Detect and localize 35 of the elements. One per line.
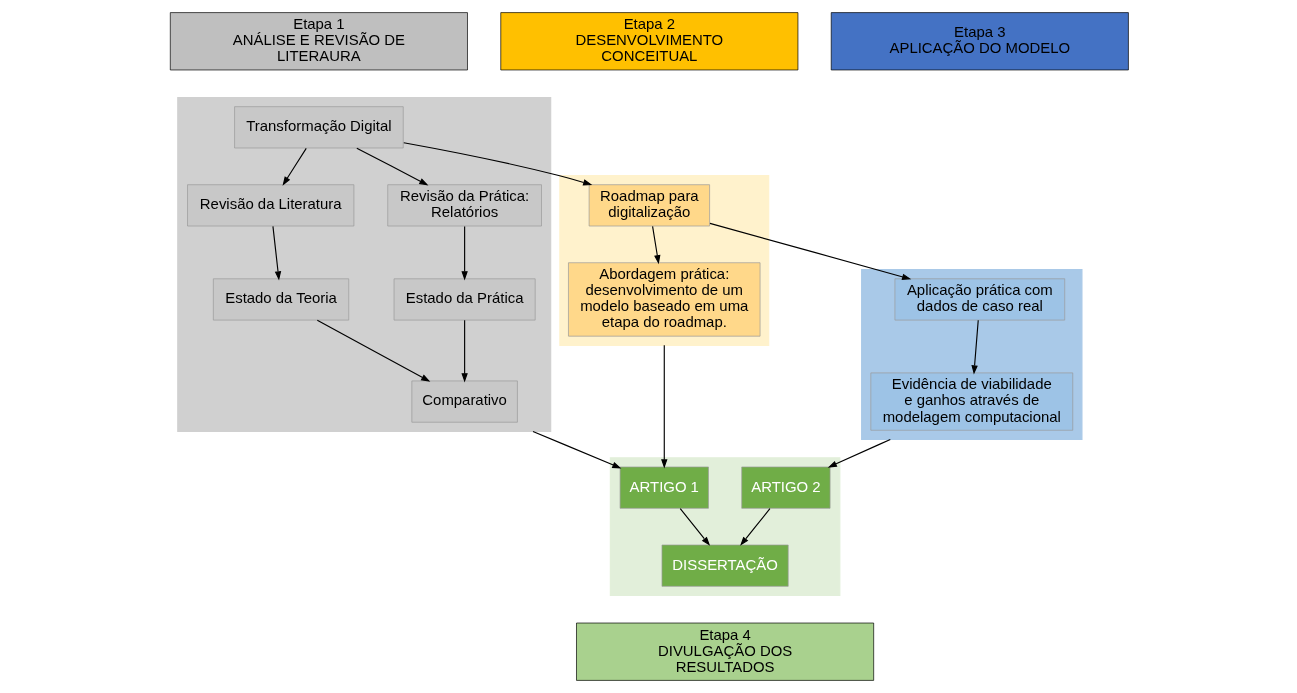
- arrow: [532, 430, 622, 469]
- arrow: [282, 147, 307, 186]
- node-box: ARTIGO 2: [741, 466, 831, 509]
- node-box: Etapa 4 DIVULGAÇÃO DOS RESULTADOS: [576, 622, 875, 681]
- arrow: [461, 225, 468, 281]
- node-box: Comparativo: [411, 380, 518, 423]
- node-box: Transformação Digital: [234, 106, 404, 149]
- arrow: [679, 508, 711, 546]
- node-box: Etapa 3 APLICAÇÃO DO MODELO: [830, 12, 1129, 71]
- arrow: [272, 225, 282, 281]
- arrow: [971, 319, 979, 375]
- cluster: [559, 174, 770, 346]
- cluster: [861, 269, 1083, 440]
- node-box: ARTIGO 1: [619, 466, 709, 509]
- node-box: Etapa 2 DESENVOLVIMENTO CONCEITUAL: [500, 12, 799, 71]
- node-box: Revisão da Prática: Relatórios: [387, 184, 542, 227]
- arrow: [652, 225, 661, 265]
- arrow: [827, 438, 891, 468]
- arrow: [740, 508, 771, 546]
- node-box: Aplicação prática com dados de caso real: [894, 278, 1066, 321]
- node-box: Etapa 1 ANÁLISE E REVISÃO DE LITERAURA: [169, 12, 468, 71]
- node-box: Revisão da Literatura: [187, 184, 355, 227]
- cluster: [177, 96, 552, 432]
- node-box: Evidência de viabilidade e ganhos através de modelagem computacional: [870, 372, 1074, 431]
- node-box: Abordagem prática: desenvolvimento de um modelo baseado em uma etapa do roadmap.: [568, 262, 761, 337]
- arrow: [316, 319, 431, 382]
- arrow: [403, 142, 593, 186]
- arrow: [356, 147, 429, 186]
- node-box: Estado da Prática: [393, 278, 536, 321]
- arrow: [709, 222, 912, 280]
- node-box: Roadmap para digitalização: [588, 184, 710, 227]
- node-box: DISSERTAÇÃO: [661, 544, 789, 587]
- node-box: Estado da Teoria: [213, 278, 350, 321]
- arrow: [661, 344, 668, 469]
- arrow: [461, 319, 468, 383]
